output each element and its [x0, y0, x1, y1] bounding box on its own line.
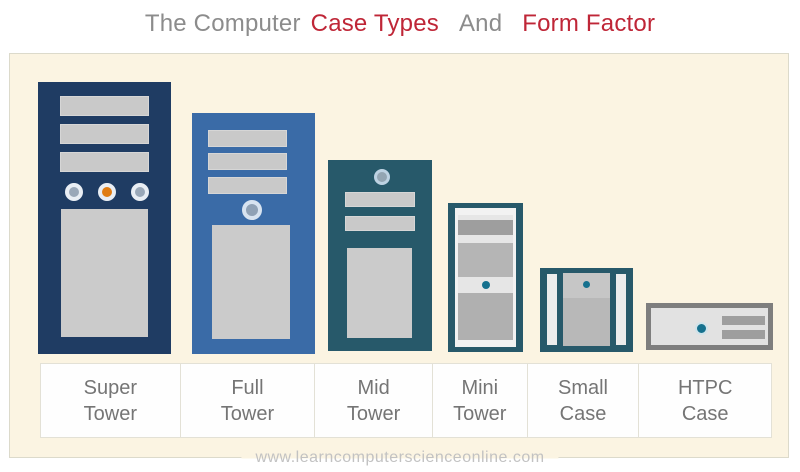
led-indicator-icon [65, 183, 83, 201]
label-cell-mid-tower: Mid Tower [315, 364, 433, 437]
front-panel [347, 248, 412, 338]
front-panel-upper [458, 243, 513, 277]
label-cell-mini-tower: Mini Tower [433, 364, 528, 437]
power-button-icon [583, 281, 590, 288]
power-button-icon [695, 322, 708, 335]
label-cell-htpc-case: HTPC Case [639, 364, 771, 437]
small-case-graphic [540, 268, 633, 352]
drive-bay [60, 152, 149, 172]
drive-bay [208, 130, 287, 147]
front-panel-lower [563, 298, 610, 346]
side-vent-left [547, 274, 557, 345]
front-panel [212, 225, 290, 339]
drive-bay [60, 96, 149, 116]
drive-bay [345, 192, 415, 207]
side-vent-right [616, 274, 626, 345]
front-panel [61, 209, 148, 337]
label-cell-super-tower: Super Tower [41, 364, 181, 437]
drive-bay [722, 316, 765, 325]
case-label: Super Tower [83, 376, 137, 425]
drive-bay [208, 177, 287, 194]
drive-bay [345, 216, 415, 231]
page-title: The Computer Case Types And Form Factor [0, 10, 800, 38]
power-button-icon [98, 183, 116, 201]
front-bezel [455, 208, 516, 347]
case-type-label-strip: Super Tower Full Tower Mid Tower Mini To… [40, 363, 772, 438]
front-panel-lower [458, 293, 513, 340]
title-prefix: The Computer [144, 10, 301, 37]
front-panel [651, 308, 768, 345]
title-connector: And [458, 10, 503, 37]
power-button-icon [482, 281, 490, 289]
label-cell-full-tower: Full Tower [181, 364, 316, 437]
title-highlight-form-factor: Form Factor [522, 10, 656, 37]
front-panel [458, 215, 513, 340]
htpc-case-graphic [646, 303, 773, 350]
drive-bay [208, 153, 287, 170]
power-button-icon [242, 200, 262, 220]
label-cell-small-case: Small Case [528, 364, 640, 437]
case-label: Small Case [557, 376, 608, 425]
drive-bay [722, 330, 765, 339]
case-label: HTPC Case [677, 376, 733, 425]
full-tower-graphic [192, 113, 315, 354]
drive-bay [458, 220, 513, 235]
case-label: Mini Tower [453, 376, 507, 425]
case-label: Mid Tower [346, 376, 401, 425]
mini-tower-graphic [448, 203, 523, 352]
drive-bay [60, 124, 149, 144]
title-highlight-case-types: Case Types [310, 10, 439, 37]
reset-button-icon [131, 183, 149, 201]
mid-tower-graphic [328, 160, 432, 351]
power-button-icon [374, 169, 390, 185]
super-tower-graphic [38, 82, 171, 354]
watermark-url: www.learncomputerscienceonline.com [241, 448, 559, 468]
case-label: Full Tower [220, 376, 275, 425]
